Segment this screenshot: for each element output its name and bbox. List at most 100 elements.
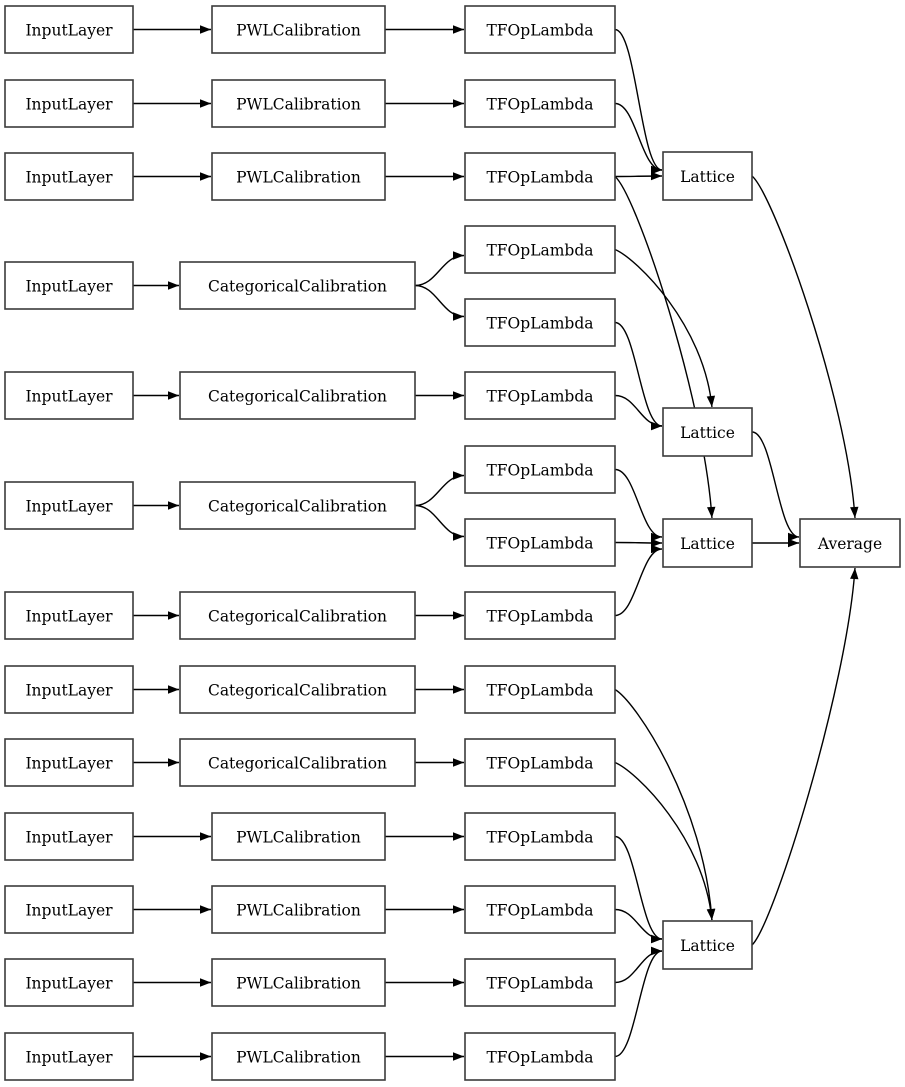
node-box[interactable] [4, 958, 134, 1007]
node-box[interactable] [464, 79, 616, 128]
node-input-layer-in6[interactable]: InputLayer [4, 481, 134, 530]
edge-arrowhead [453, 758, 464, 767]
node-box[interactable] [464, 738, 616, 787]
node-tfop-lambda-op12[interactable]: TFOpLambda [464, 812, 616, 861]
node-box[interactable] [464, 298, 616, 347]
node-box[interactable] [4, 79, 134, 128]
node-tfop-lambda-op4[interactable]: TFOpLambda [464, 225, 616, 274]
node-pwlcalibration-cal3[interactable]: PWLCalibration [211, 152, 386, 201]
node-input-layer-in4[interactable]: InputLayer [4, 261, 134, 310]
node-box[interactable] [4, 738, 134, 787]
node-box[interactable] [211, 5, 386, 54]
node-box[interactable] [4, 1032, 134, 1081]
node-box[interactable] [4, 812, 134, 861]
node-label: TFOpLambda [486, 1049, 593, 1067]
node-categorical-calibration-cal9[interactable]: CategoricalCalibration [179, 738, 416, 787]
node-box[interactable] [211, 958, 386, 1007]
node-categorical-calibration-cal5[interactable]: CategoricalCalibration [179, 371, 416, 420]
node-box[interactable] [662, 151, 753, 201]
node-box[interactable] [179, 665, 416, 714]
node-box[interactable] [4, 261, 134, 310]
node-average-avg[interactable]: Average [799, 518, 901, 568]
node-categorical-calibration-cal6[interactable]: CategoricalCalibration [179, 481, 416, 530]
node-pwlcalibration-cal12[interactable]: PWLCalibration [211, 958, 386, 1007]
node-box[interactable] [464, 885, 616, 934]
node-tfop-lambda-op8[interactable]: TFOpLambda [464, 518, 616, 567]
node-pwlcalibration-cal11[interactable]: PWLCalibration [211, 885, 386, 934]
node-input-layer-in7[interactable]: InputLayer [4, 591, 134, 640]
node-tfop-lambda-op5[interactable]: TFOpLambda [464, 298, 616, 347]
node-pwlcalibration-cal1[interactable]: PWLCalibration [211, 5, 386, 54]
node-tfop-lambda-op11[interactable]: TFOpLambda [464, 738, 616, 787]
node-categorical-calibration-cal8[interactable]: CategoricalCalibration [179, 665, 416, 714]
node-input-layer-in1[interactable]: InputLayer [4, 5, 134, 54]
node-box[interactable] [464, 152, 616, 201]
node-tfop-lambda-op13[interactable]: TFOpLambda [464, 885, 616, 934]
node-lattice-lat1[interactable]: Lattice [662, 151, 753, 201]
node-box[interactable] [799, 518, 901, 568]
node-input-layer-in13[interactable]: InputLayer [4, 1032, 134, 1081]
node-input-layer-in2[interactable]: InputLayer [4, 79, 134, 128]
node-box[interactable] [211, 79, 386, 128]
node-box[interactable] [4, 371, 134, 420]
edge-arrowhead [651, 934, 662, 944]
node-tfop-lambda-op1[interactable]: TFOpLambda [464, 5, 616, 54]
node-box[interactable] [464, 812, 616, 861]
node-tfop-lambda-op3[interactable]: TFOpLambda [464, 152, 616, 201]
node-tfop-lambda-op7[interactable]: TFOpLambda [464, 445, 616, 494]
node-pwlcalibration-cal10[interactable]: PWLCalibration [211, 812, 386, 861]
edge-op9-to-lat3 [614, 544, 663, 617]
edge-arrowhead [453, 611, 464, 620]
node-tfop-lambda-op2[interactable]: TFOpLambda [464, 79, 616, 128]
node-input-layer-in10[interactable]: InputLayer [4, 812, 134, 861]
node-lattice-lat4[interactable]: Lattice [662, 920, 753, 970]
node-box[interactable] [464, 225, 616, 274]
node-box[interactable] [4, 152, 134, 201]
node-tfop-lambda-op15[interactable]: TFOpLambda [464, 1032, 616, 1081]
node-box[interactable] [464, 958, 616, 1007]
node-box[interactable] [4, 591, 134, 640]
node-box[interactable] [211, 812, 386, 861]
edge-in3-to-cal3 [133, 172, 211, 181]
node-box[interactable] [464, 665, 616, 714]
node-box[interactable] [179, 371, 416, 420]
node-box[interactable] [662, 407, 753, 457]
node-box[interactable] [662, 518, 753, 568]
node-categorical-calibration-cal4[interactable]: CategoricalCalibration [179, 261, 416, 310]
edge-cal6-to-op7 [414, 471, 465, 507]
node-box[interactable] [179, 481, 416, 530]
node-box[interactable] [211, 885, 386, 934]
node-box[interactable] [179, 591, 416, 640]
node-box[interactable] [4, 665, 134, 714]
node-lattice-lat2[interactable]: Lattice [662, 407, 753, 457]
node-box[interactable] [662, 920, 753, 970]
node-tfop-lambda-op6[interactable]: TFOpLambda [464, 371, 616, 420]
node-box[interactable] [4, 885, 134, 934]
node-box[interactable] [464, 445, 616, 494]
node-input-layer-in11[interactable]: InputLayer [4, 885, 134, 934]
node-box[interactable] [4, 5, 134, 54]
node-categorical-calibration-cal7[interactable]: CategoricalCalibration [179, 591, 416, 640]
node-box[interactable] [179, 738, 416, 787]
node-box[interactable] [4, 481, 134, 530]
node-input-layer-in9[interactable]: InputLayer [4, 738, 134, 787]
edge-arrowhead [651, 165, 662, 175]
node-input-layer-in5[interactable]: InputLayer [4, 371, 134, 420]
node-input-layer-in12[interactable]: InputLayer [4, 958, 134, 1007]
node-box[interactable] [211, 152, 386, 201]
node-box[interactable] [464, 591, 616, 640]
node-tfop-lambda-op10[interactable]: TFOpLambda [464, 665, 616, 714]
node-box[interactable] [464, 1032, 616, 1081]
node-box[interactable] [211, 1032, 386, 1081]
node-box[interactable] [179, 261, 416, 310]
node-box[interactable] [464, 371, 616, 420]
node-input-layer-in3[interactable]: InputLayer [4, 152, 134, 201]
node-tfop-lambda-op14[interactable]: TFOpLambda [464, 958, 616, 1007]
node-pwlcalibration-cal2[interactable]: PWLCalibration [211, 79, 386, 128]
node-tfop-lambda-op9[interactable]: TFOpLambda [464, 591, 616, 640]
node-input-layer-in8[interactable]: InputLayer [4, 665, 134, 714]
node-lattice-lat3[interactable]: Lattice [662, 518, 753, 568]
node-box[interactable] [464, 5, 616, 54]
node-pwlcalibration-cal13[interactable]: PWLCalibration [211, 1032, 386, 1081]
node-box[interactable] [464, 518, 616, 567]
